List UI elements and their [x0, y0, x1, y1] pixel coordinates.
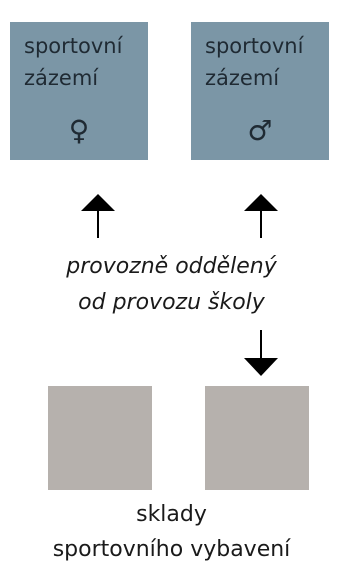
arrow-down-icon — [244, 358, 278, 376]
storage-room-left — [48, 386, 152, 490]
arrow-up-right-icon — [244, 194, 278, 211]
arrow-up-left-icon — [81, 194, 115, 211]
male-sign-icon: ♂ — [247, 114, 273, 147]
male-changing-room: sportovní zázemí ♂ — [191, 22, 329, 160]
storage-label-line2: sportovního vybavení — [52, 537, 291, 562]
separated-operation-text-line2: od provozu školy — [78, 290, 265, 315]
female-changing-room: sportovní zázemí ♀ — [10, 22, 148, 160]
male-room-label: sportovní zázemí — [205, 34, 304, 90]
storage-room-right — [205, 386, 309, 490]
storage-label-line1: sklady — [136, 502, 207, 527]
female-sign-icon: ♀ — [68, 114, 90, 147]
female-room-label: sportovní zázemí — [24, 34, 123, 90]
separated-operation-text-line1: provozně oddělený — [66, 254, 277, 279]
